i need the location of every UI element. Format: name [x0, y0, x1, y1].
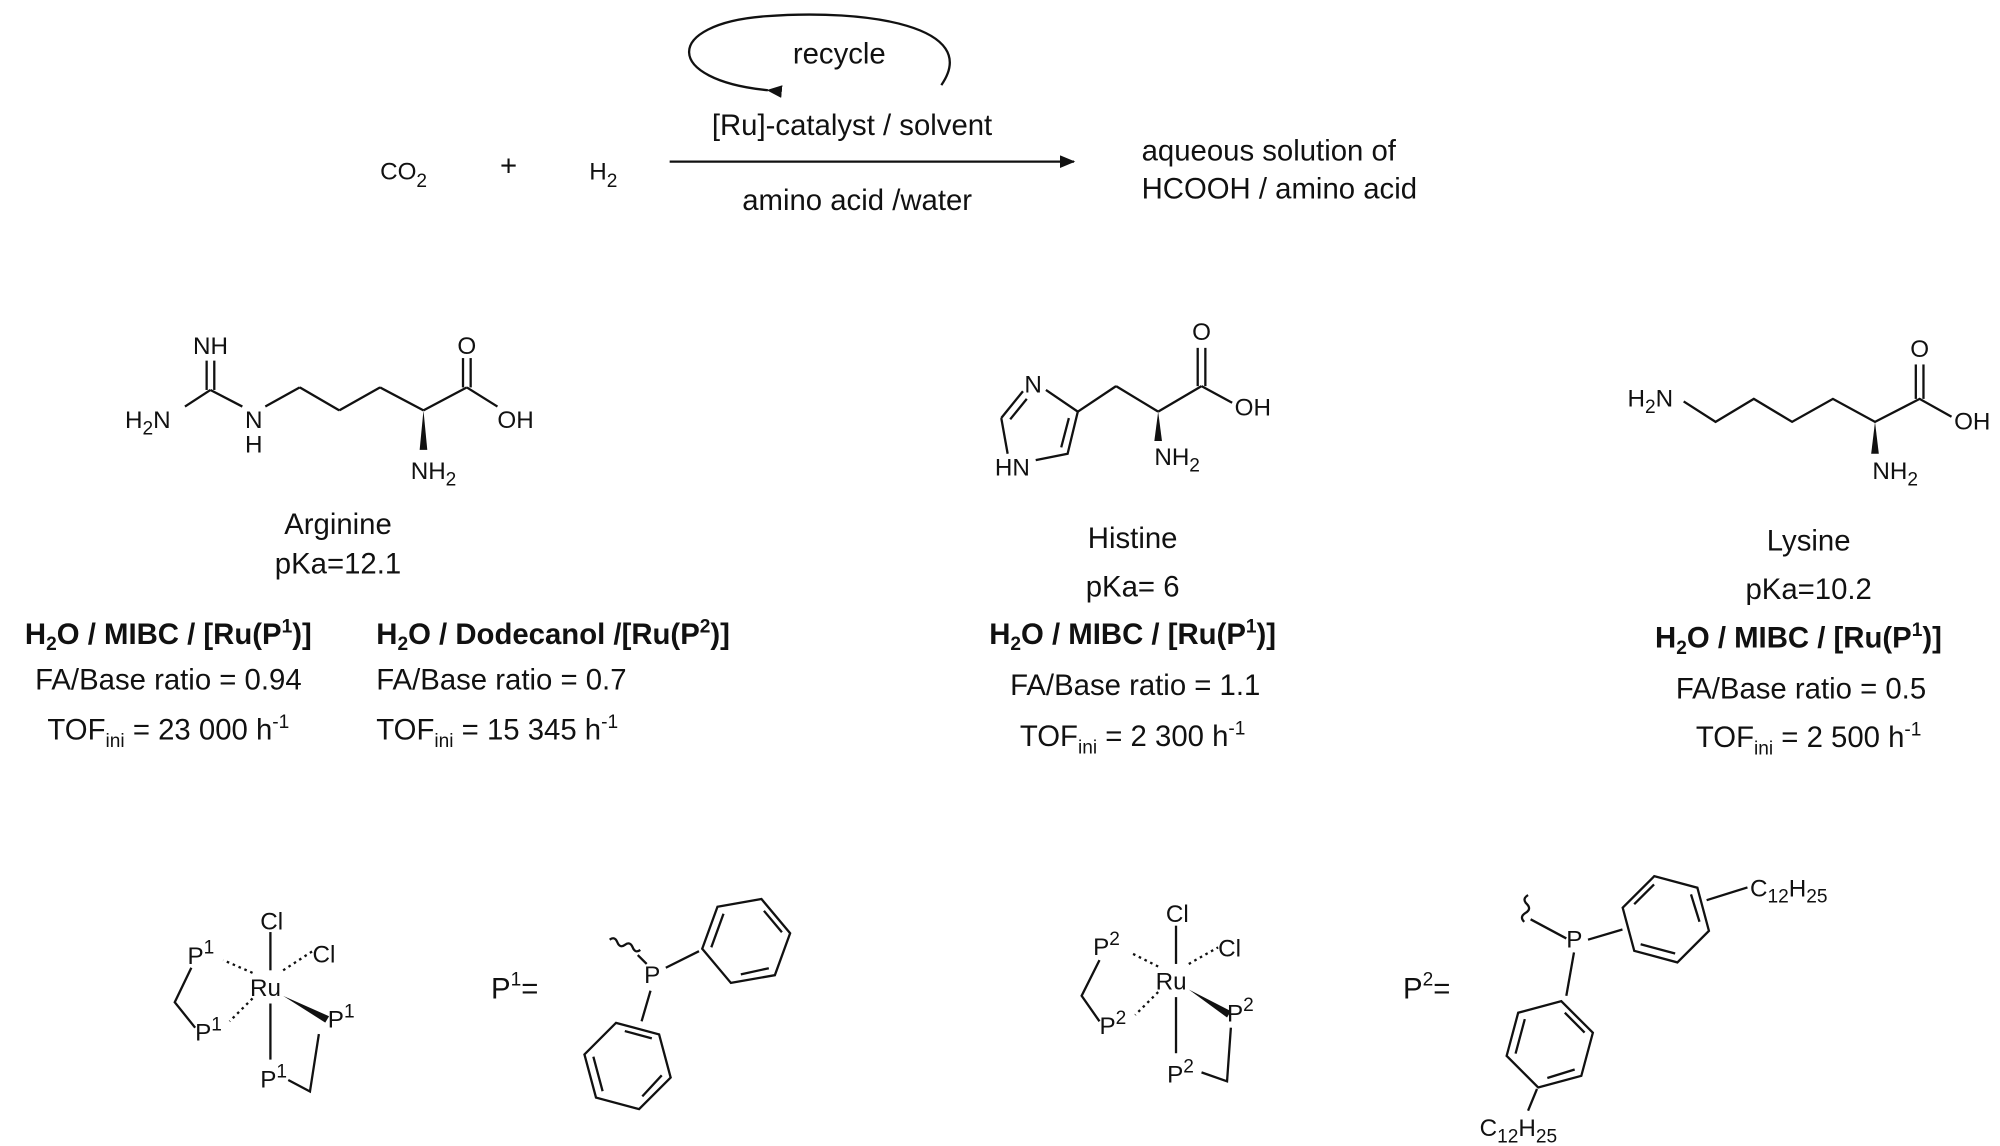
recycle-label: recycle — [793, 37, 886, 70]
amino-acid-pka: pKa= 6 — [1086, 571, 1180, 604]
atom-label: OH — [497, 407, 533, 434]
atom-label: OH — [1235, 394, 1271, 421]
plus-sign: + — [500, 150, 517, 183]
atom-label: Cl — [1218, 935, 1241, 962]
atom-label: P2 — [1099, 1008, 1126, 1040]
conditions-lysine: H2O / MIBC / [Ru(P1)] FA/Base ratio = 0.… — [1655, 620, 1942, 760]
svg-text:FA/Base ratio = 0.7: FA/Base ratio = 0.7 — [376, 664, 626, 697]
p1-ligand: P1= P — [491, 884, 799, 1121]
atom-label: O — [1192, 319, 1211, 346]
atom-label: NH2 — [1872, 458, 1918, 490]
atom-label: NH — [193, 333, 228, 360]
atom-label: Cl — [313, 942, 336, 969]
atom-label: Ru — [250, 975, 281, 1002]
atom-label: H — [245, 431, 263, 458]
co2-label: CO2 — [380, 159, 427, 193]
atom-label: C12H25 — [1750, 875, 1828, 907]
amino-acid-name: Arginine — [284, 508, 392, 541]
amino-acid-name: Lysine — [1767, 525, 1851, 558]
atom-label: P — [644, 962, 660, 989]
atom-label: P2 — [1093, 929, 1120, 961]
atom-label: C12H25 — [1480, 1115, 1558, 1146]
atom-label: P1 — [260, 1061, 287, 1093]
atom-label: H2N — [1628, 386, 1674, 418]
amino-acid-name: Histine — [1088, 522, 1178, 555]
svg-text:TOFini = 23 000 h-1: TOFini = 23 000 h-1 — [47, 712, 289, 752]
atom-label: Cl — [1166, 901, 1189, 928]
svg-text:TOFini = 2 500 h-1: TOFini = 2 500 h-1 — [1696, 720, 1922, 760]
arginine-structure: NH H2N N H O OH NH2 — [125, 333, 534, 490]
atom-label: O — [1910, 336, 1929, 363]
svg-text:H2O / MIBC / [Ru(P1)]: H2O / MIBC / [Ru(P1)] — [25, 616, 312, 655]
atom-label: P1 — [328, 1002, 355, 1034]
svg-text:FA/Base ratio = 1.1: FA/Base ratio = 1.1 — [1010, 669, 1260, 702]
atom-label: P1 — [195, 1014, 222, 1046]
atom-label: P — [1566, 926, 1582, 953]
product-line-1: aqueous solution of — [1142, 134, 1397, 167]
wavy-bond-icon — [609, 937, 641, 953]
histidine-structure: N HN O OH NH2 — [995, 319, 1271, 481]
p2-definition-label: P2= — [1403, 970, 1450, 1006]
atom-label: NH2 — [411, 458, 457, 490]
reaction-equation: CO2 + H2 recycle [Ru]-catalyst / solvent… — [380, 13, 1417, 217]
atom-label: P2 — [1227, 995, 1254, 1027]
svg-text:FA/Base ratio = 0.5: FA/Base ratio = 0.5 — [1676, 673, 1926, 706]
amino-acid-pka: pKa=10.2 — [1745, 573, 1871, 606]
recycle-arrow-icon — [688, 13, 951, 98]
svg-text:FA/Base ratio = 0.94: FA/Base ratio = 0.94 — [35, 664, 302, 697]
atom-label: N — [245, 407, 263, 434]
product-line-2: HCOOH / amino acid — [1142, 173, 1417, 206]
ru-p2-complex: Cl Cl Ru P2 P2 P2 P2 — [1080, 901, 1254, 1089]
atom-label: N — [1024, 372, 1042, 399]
p2-ligand: P2= P C12H25 C12H25 — [1403, 869, 1828, 1146]
atom-label: HN — [995, 454, 1030, 481]
solvent-label: amino acid /water — [742, 184, 972, 217]
svg-text:H2O / Dodecanol /[Ru(P2)]: H2O / Dodecanol /[Ru(P2)] — [376, 616, 730, 655]
conditions-arginine-dodecanol: H2O / Dodecanol /[Ru(P2)] FA/Base ratio … — [376, 616, 730, 752]
ru-p1-complex: Cl Cl Ru P1 P1 P1 P1 — [173, 909, 355, 1094]
lysine-structure: H2N O OH NH2 — [1628, 336, 1991, 491]
h2-label: H2 — [589, 159, 617, 193]
svg-text:TOFini = 15 345 h-1: TOFini = 15 345 h-1 — [376, 712, 618, 752]
atom-label: P2 — [1167, 1056, 1194, 1088]
svg-text:TOFini = 2 300 h-1: TOFini = 2 300 h-1 — [1020, 718, 1246, 758]
catalyst-label: [Ru]-catalyst / solvent — [712, 109, 992, 142]
atom-label: Ru — [1156, 968, 1187, 995]
p1-definition-label: P1= — [491, 970, 538, 1006]
conditions-histidine: H2O / MIBC / [Ru(P1)] FA/Base ratio = 1.… — [989, 616, 1276, 758]
atom-label: H2N — [125, 407, 171, 439]
svg-text:H2O / MIBC / [Ru(P1)]: H2O / MIBC / [Ru(P1)] — [989, 616, 1276, 655]
atom-label: P1 — [188, 938, 215, 970]
conditions-arginine-mibc: H2O / MIBC / [Ru(P1)] FA/Base ratio = 0.… — [25, 616, 312, 752]
atom-label: O — [457, 333, 476, 360]
amino-acid-pka: pKa=12.1 — [275, 548, 401, 581]
atom-label: NH2 — [1154, 444, 1200, 476]
wavy-bond-icon — [1520, 894, 1531, 923]
atom-label: OH — [1954, 409, 1990, 436]
atom-label: Cl — [260, 909, 283, 936]
svg-text:H2O / MIBC / [Ru(P1)]: H2O / MIBC / [Ru(P1)] — [1655, 620, 1942, 659]
